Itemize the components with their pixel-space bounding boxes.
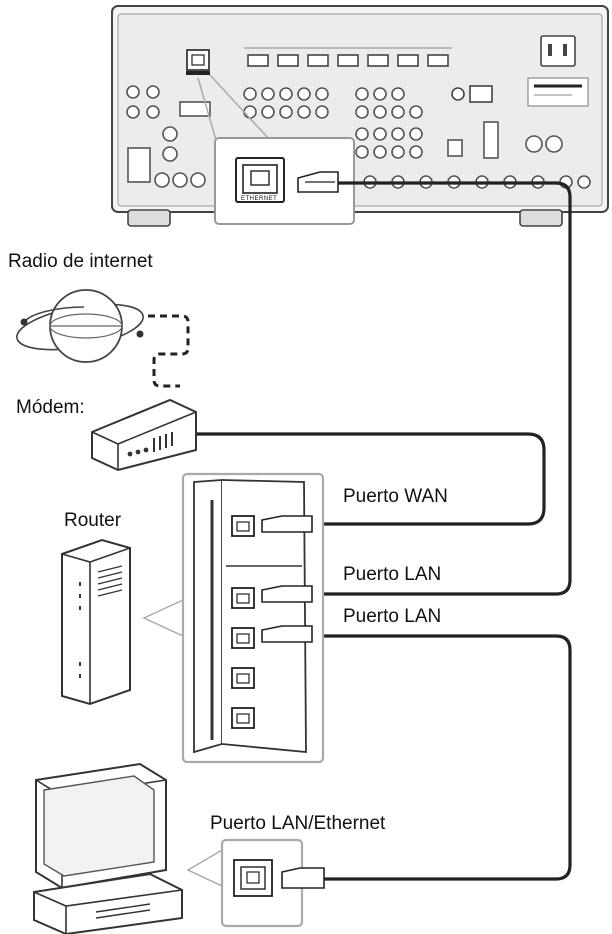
internet-radio-label: Radio de internet <box>8 251 153 272</box>
pc-port-zoom <box>220 838 325 928</box>
internet-globe-icon <box>16 289 144 363</box>
modem-icon <box>91 398 197 472</box>
cable-receiver-to-lan <box>312 181 572 596</box>
pc-icon <box>33 762 223 934</box>
dashed-internet-link <box>148 314 190 388</box>
router-label: Router <box>64 510 122 531</box>
modem-label: Módem: <box>16 397 85 418</box>
router-ports-zoom <box>181 472 325 764</box>
lan-port-label-1: Puerto LAN <box>343 564 442 585</box>
pc-lan-ethernet-label: Puerto LAN/Ethernet <box>210 813 386 834</box>
wan-port-label: Puerto WAN <box>343 486 448 507</box>
av-receiver <box>111 5 609 227</box>
receiver-ethernet-tag: ETHERNET <box>241 196 278 202</box>
lan-port-label-2: Puerto LAN <box>343 606 442 627</box>
router-icon <box>61 538 184 706</box>
receiver-ethernet-zoom <box>214 137 355 225</box>
cable-lan-to-pc <box>312 634 572 881</box>
cable-modem-to-wan <box>196 432 546 526</box>
